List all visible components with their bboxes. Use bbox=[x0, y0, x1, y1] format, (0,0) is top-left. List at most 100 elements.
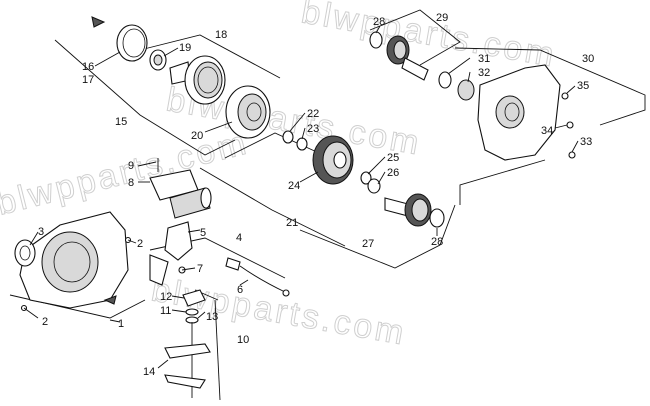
spring-11 bbox=[185, 308, 199, 316]
actuator-motor-can bbox=[169, 187, 211, 219]
leader-34 bbox=[554, 124, 568, 129]
direction-arrows bbox=[91, 16, 117, 305]
leader-24 bbox=[299, 171, 319, 183]
output-gear-27-face bbox=[411, 198, 429, 222]
clutch-drum-hub bbox=[246, 102, 262, 122]
callout-9: 9 bbox=[128, 160, 134, 172]
callout-4: 4 bbox=[236, 232, 242, 244]
callout-7: 7 bbox=[197, 263, 203, 275]
cover-part-30 bbox=[477, 64, 576, 161]
leader-7 bbox=[181, 267, 196, 271]
snap-ring-outer bbox=[116, 24, 148, 62]
leader-23 bbox=[301, 127, 306, 140]
leader-20 bbox=[204, 121, 233, 133]
callout-18: 18 bbox=[215, 29, 227, 41]
leader-2a bbox=[127, 239, 137, 244]
callout-17: 17 bbox=[82, 74, 94, 86]
bearing-part-19 bbox=[149, 49, 167, 71]
leader-12 bbox=[171, 295, 185, 299]
shaft-29 bbox=[401, 57, 429, 81]
bracket-29 bbox=[369, 9, 461, 66]
bolt-34 bbox=[566, 121, 574, 129]
washer-23 bbox=[296, 137, 308, 151]
leader-3 bbox=[29, 231, 39, 246]
cable-6-head bbox=[225, 257, 241, 271]
callout-27: 27 bbox=[362, 238, 374, 250]
leader-1 bbox=[109, 319, 121, 323]
callout-24: 24 bbox=[288, 180, 300, 192]
cover-30-bore bbox=[504, 102, 520, 122]
shaft-gear-part-29 bbox=[369, 31, 429, 81]
callout-13: 13 bbox=[206, 311, 218, 323]
actuator-motor-end bbox=[200, 187, 212, 209]
arrow-left-icon bbox=[103, 295, 117, 305]
fork-12 bbox=[182, 289, 206, 307]
leader-33 bbox=[571, 140, 579, 153]
bearing-28-lower bbox=[429, 208, 445, 228]
callout-labels: 1 2 2 3 4 5 6 7 8 9 10 11 12 13 14 15 16… bbox=[38, 12, 594, 378]
bracket-21 bbox=[199, 167, 346, 247]
leader-lines bbox=[23, 25, 579, 369]
bracket-27 bbox=[299, 204, 456, 269]
arrow-top-icon bbox=[91, 16, 106, 28]
snap-ring-part-16 bbox=[116, 24, 148, 62]
bolt-35 bbox=[561, 92, 569, 100]
callout-23: 23 bbox=[307, 123, 319, 135]
ring-gear-teeth bbox=[197, 66, 219, 94]
bracket-10 bbox=[214, 299, 221, 401]
shift-fork-part-10 bbox=[164, 289, 211, 398]
housing-1-bore-inner bbox=[53, 241, 91, 283]
bracket-21-upper bbox=[224, 132, 331, 159]
seals-part-31-32 bbox=[438, 71, 475, 101]
gear-part-24 bbox=[312, 135, 354, 185]
bracket-18 bbox=[139, 34, 281, 79]
leader-16 bbox=[94, 51, 121, 67]
leader-9 bbox=[137, 161, 157, 167]
cable-6-end bbox=[282, 289, 290, 297]
gear-24-hub bbox=[333, 151, 347, 169]
callout-31: 31 bbox=[478, 53, 490, 65]
bracket-5-arm bbox=[149, 254, 169, 286]
ring-gear-housing-part-18 bbox=[169, 55, 226, 105]
leader-13 bbox=[197, 311, 206, 319]
callout-8: 8 bbox=[128, 177, 134, 189]
leader-32 bbox=[467, 71, 471, 83]
callout-33: 33 bbox=[580, 136, 592, 148]
leader-14 bbox=[157, 359, 169, 369]
shift-bracket-part-5 bbox=[149, 221, 193, 286]
cable-6-wire bbox=[239, 265, 286, 293]
watermark-text-left: blwpparts.com bbox=[0, 123, 252, 222]
watermark-text-top: blwpparts.com bbox=[299, 0, 560, 75]
callout-20: 20 bbox=[191, 130, 203, 142]
callout-2a: 2 bbox=[137, 238, 143, 250]
clutch-drum-part-20 bbox=[225, 85, 271, 139]
callout-25: 25 bbox=[387, 152, 399, 164]
bearing-32 bbox=[457, 79, 475, 101]
callout-5: 5 bbox=[200, 227, 206, 239]
callout-1: 1 bbox=[118, 318, 124, 330]
callout-11: 11 bbox=[160, 305, 171, 317]
cable-part-6 bbox=[225, 257, 290, 297]
fork-14-lower bbox=[164, 374, 206, 389]
callout-28b: 28 bbox=[431, 236, 443, 248]
callout-6: 6 bbox=[237, 284, 243, 296]
housing-part-1 bbox=[14, 211, 132, 312]
callout-30: 30 bbox=[582, 53, 594, 65]
leader-19 bbox=[163, 47, 179, 57]
bearing-28-upper bbox=[369, 31, 383, 49]
seal-3 bbox=[14, 239, 36, 267]
fork-14-upper bbox=[164, 343, 211, 359]
callout-26: 26 bbox=[387, 167, 399, 179]
clutch-drum-inner bbox=[237, 93, 267, 131]
callout-29: 29 bbox=[436, 12, 448, 24]
leader-31 bbox=[447, 57, 471, 75]
leader-28a bbox=[375, 25, 381, 34]
bolt-33 bbox=[568, 151, 576, 159]
leader-25 bbox=[367, 156, 386, 175]
callout-16: 16 bbox=[82, 61, 94, 73]
callout-14: 14 bbox=[143, 366, 155, 378]
cover-30-boss bbox=[495, 95, 525, 129]
leader-11 bbox=[171, 309, 187, 313]
group-brackets bbox=[9, 9, 646, 401]
